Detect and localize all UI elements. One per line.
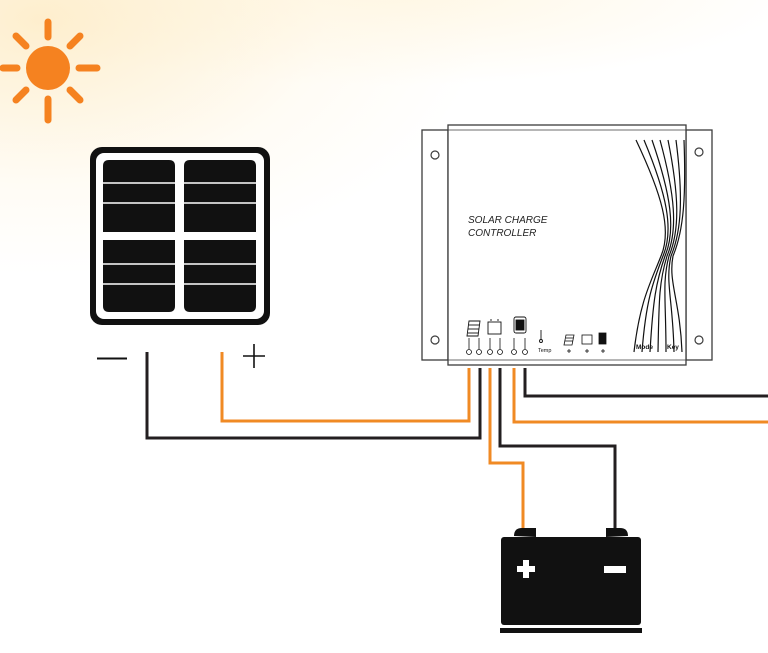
key-button-label: Key (667, 344, 679, 351)
solar-cell-bottom-left (103, 240, 175, 312)
panel-positive-symbol (243, 344, 265, 368)
mount-hole-icon (430, 150, 440, 160)
wire-battery-positive (488, 368, 525, 532)
load-indicator-icon (598, 332, 607, 353)
wire-panel-positive (220, 352, 471, 423)
mode-button-label: Mode (636, 344, 653, 351)
battery-icon (500, 528, 642, 633)
mount-hole-icon (694, 147, 704, 157)
battery-negative-symbol (604, 566, 626, 573)
charge-controller: SOLAR CHARGE CONTROLLER Temp (421, 124, 713, 366)
solar-indicator-icon (563, 334, 575, 353)
battery-positive-vertical (523, 560, 529, 578)
battery-terminal-icon (487, 319, 502, 335)
solar-panel (90, 147, 270, 325)
mount-hole-icon (694, 335, 704, 345)
load-terminal-icon (513, 316, 527, 334)
battery-indicator-icon (581, 334, 593, 353)
solar-cell-top-left (103, 160, 175, 232)
solar-cell-top-right (184, 160, 256, 232)
temp-sensor-icon (539, 330, 543, 343)
wire-battery-negative (498, 368, 617, 532)
controller-title-line1: SOLAR CHARGE (468, 215, 548, 226)
controller-title-line2: CONTROLLER (468, 228, 536, 239)
panel-negative-symbol: — (97, 340, 127, 373)
terminal-block (466, 338, 528, 355)
solar-cell-bottom-right (184, 240, 256, 312)
wire-panel-negative (145, 352, 482, 440)
wire-load-positive (512, 368, 768, 424)
sun-icon (0, 18, 101, 124)
solar-terminal-icon (466, 320, 481, 337)
heatsink-fins-icon (633, 139, 686, 353)
temp-label: Temp (538, 348, 551, 354)
mount-hole-icon (430, 335, 440, 345)
wire-load-negative (523, 368, 768, 398)
